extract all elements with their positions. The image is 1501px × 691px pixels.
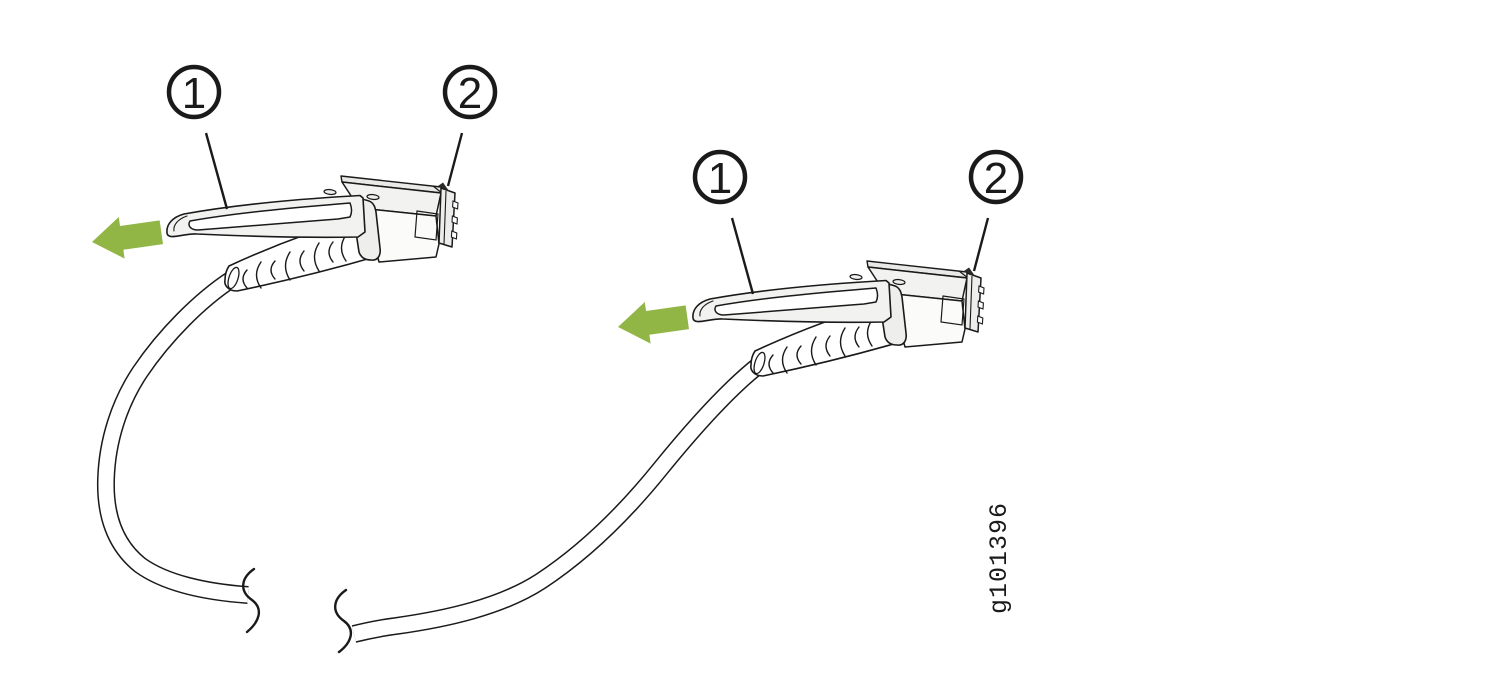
left-cable-assembly: 1 2: [87, 64, 498, 634]
callout-2-badge: [968, 149, 1024, 205]
cable-body: [352, 359, 764, 642]
figure-id-label: g101396: [985, 502, 1014, 614]
callout-1-number: 1: [708, 154, 732, 203]
callout-1-number: 1: [182, 69, 206, 118]
callout-1-badge: [692, 149, 748, 205]
cable-body: [98, 272, 249, 603]
callout-2-number: 2: [458, 69, 482, 118]
right-cable-assembly: 1 2: [334, 149, 1024, 654]
cable-break-mark: [334, 588, 353, 654]
callout-2-number: 2: [984, 154, 1008, 203]
callout-1-badge: [166, 64, 222, 120]
callout-2-badge: [442, 64, 498, 120]
cable-break-mark: [242, 567, 261, 634]
